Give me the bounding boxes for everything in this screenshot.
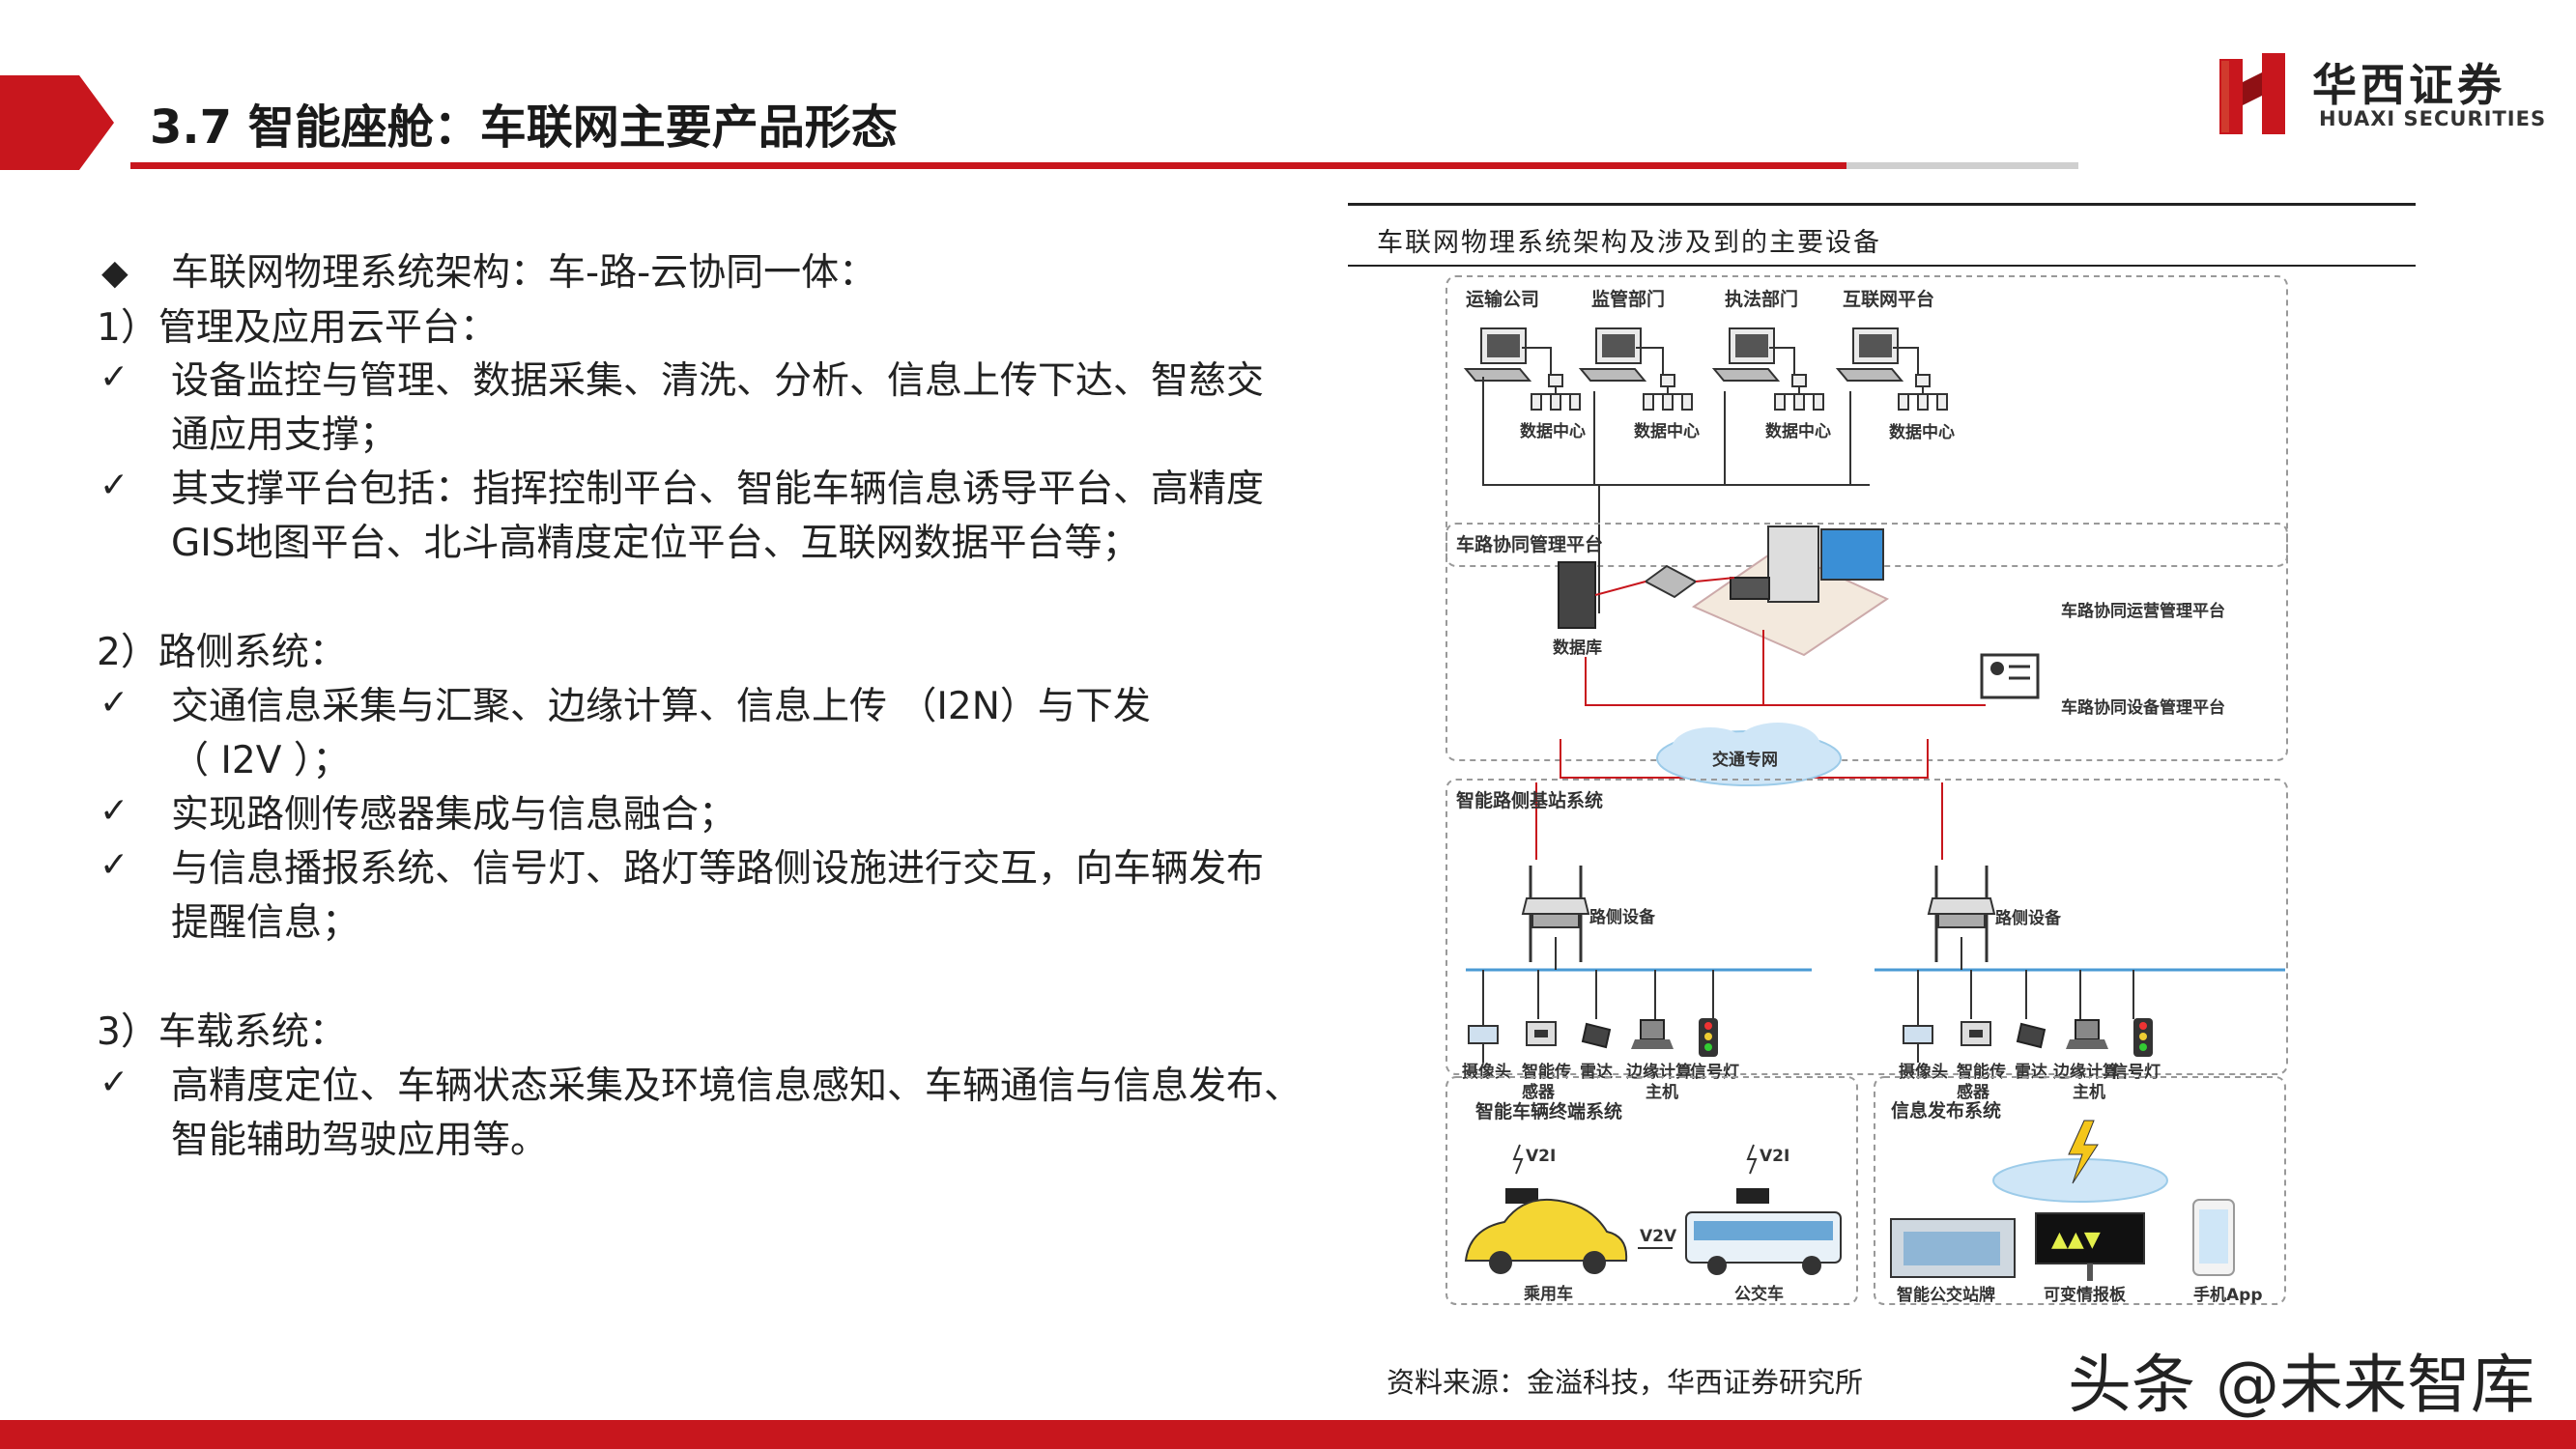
sensor-label: 主机 <box>1646 1082 1678 1102</box>
check-icon: ✓ <box>100 466 129 505</box>
huaxi-logo-icon <box>2219 53 2285 134</box>
v2v-label: V2V <box>1640 1227 1677 1246</box>
s3-item1-line2: 智能辅助驾驶应用等。 <box>171 1119 549 1162</box>
svg-text:▲▲▼: ▲▲▼ <box>2051 1228 2101 1252</box>
sensor-label: 智能传 <box>1522 1062 1571 1082</box>
data-center-icon <box>1531 374 1581 411</box>
data-center-icon <box>1643 374 1693 411</box>
section1-heading: 1）管理及应用云平台： <box>97 306 498 350</box>
s2-item2: 实现路侧传感器集成与信息融合； <box>171 793 737 837</box>
info-title: 信息发布系统 <box>1891 1099 2001 1122</box>
sensor-label: 信号灯 <box>1690 1062 1739 1082</box>
watermark: 头条 @未来智库 <box>2068 1348 2534 1422</box>
bus-label: 公交车 <box>1734 1284 1784 1304</box>
database-label: 数据库 <box>1553 638 1602 658</box>
computer-icon <box>1837 327 1903 382</box>
sensor-label: 摄像头 <box>1462 1062 1511 1082</box>
logo-en-text: HUAXI SECURITIES <box>2319 107 2547 130</box>
header-rule <box>130 162 1846 169</box>
sensor-label: 智能传 <box>1957 1062 2006 1082</box>
footer-bar <box>0 1420 2576 1449</box>
dept-label-4: 互联网平台 <box>1843 288 1934 310</box>
vms-label: 可变情报板 <box>2044 1285 2127 1305</box>
sensor-label: 主机 <box>2073 1082 2105 1102</box>
vms-board-icon <box>2035 1212 2145 1264</box>
roadside-device-label: 路侧设备 <box>1995 908 2062 928</box>
vehicle-title: 智能车辆终端系统 <box>1475 1100 1622 1122</box>
check-icon: ✓ <box>100 683 129 723</box>
platform-title: 车路协同管理平台 <box>1456 533 1603 555</box>
check-icon: ✓ <box>100 845 129 885</box>
monitor-icon <box>1820 528 1884 581</box>
data-center-label: 数据中心 <box>1634 421 1700 441</box>
figure-caption: 车联网物理系统架构及涉及到的主要设备 <box>1377 228 1881 258</box>
figure-source: 资料来源：金溢科技，华西证券研究所 <box>1387 1366 1864 1399</box>
figure-top-rule <box>1348 203 2416 206</box>
signal-bolt-icon <box>1746 1144 1758 1175</box>
v2i-label-car: V2I <box>1526 1147 1556 1166</box>
computer-icon <box>1465 327 1531 382</box>
s3-item1-line1: 高精度定位、车辆状态采集及环境信息感知、车辆通信与信息发布、 <box>171 1065 1302 1108</box>
sensor-label: 边缘计算 <box>2052 1062 2119 1082</box>
computer-icon <box>1713 327 1779 382</box>
switch-icon <box>1644 564 1698 599</box>
s1-item2-line1: 其支撑平台包括：指挥控制平台、智能车辆信息诱导平台、高精度 <box>171 468 1265 511</box>
sensor-label: 雷达 <box>1580 1062 1613 1082</box>
dept-label-2: 监管部门 <box>1591 288 1665 310</box>
v2x-architecture-diagram: 运输公司 监管部门 执法部门 互联网平台 数据中心 数据中心 数据中心 数据中心… <box>1445 275 2288 1305</box>
data-center-icon <box>1774 374 1824 411</box>
figure-caption-rule <box>1348 265 2416 267</box>
data-center-label: 数据中心 <box>1765 421 1831 441</box>
lightning-icon <box>2068 1120 2099 1184</box>
section3-heading: 3）车载系统： <box>97 1010 347 1054</box>
s2-item1-line1: 交通信息采集与汇聚、边缘计算、信息上传 （I2N）与下发 <box>171 685 1151 728</box>
smart-stop-label: 智能公交站牌 <box>1897 1285 1995 1305</box>
roadside-device-label: 路侧设备 <box>1589 907 1656 927</box>
dept-label-1: 运输公司 <box>1466 288 1539 310</box>
database-server-icon <box>1558 561 1596 629</box>
header-accent-tab <box>0 75 114 170</box>
car-icon <box>1464 1198 1628 1262</box>
dept-label-3: 执法部门 <box>1725 288 1798 310</box>
header-rule-gray <box>1846 162 2078 169</box>
sensor-icons <box>1903 1017 2154 1064</box>
device-platform-label: 车路协同设备管理平台 <box>2061 697 2225 718</box>
computer-icon <box>1580 327 1646 382</box>
s1-item2-line2: GIS地图平台、北斗高精度定位平台、互联网数据平台等； <box>171 522 1140 565</box>
intro-line: 车联网物理系统架构：车-路-云协同一体： <box>171 251 877 295</box>
section2-heading: 2）路侧系统： <box>97 631 347 674</box>
sensor-label: 摄像头 <box>1899 1062 1948 1082</box>
s2-item3-line1: 与信息播报系统、信号灯、路灯等路侧设施进行交互，向车辆发布 <box>171 847 1265 891</box>
sensor-icons <box>1468 1017 1719 1064</box>
check-icon: ✓ <box>100 357 129 397</box>
phone-icon <box>1730 577 1770 600</box>
car-label: 乘用车 <box>1523 1284 1573 1304</box>
sensor-label: 感器 <box>1957 1082 1990 1102</box>
check-icon: ✓ <box>100 1063 129 1102</box>
s2-item3-line2: 提醒信息； <box>171 901 360 945</box>
page-title: 3.7 智能座舱：车联网主要产品形态 <box>150 100 898 155</box>
network-label: 交通专网 <box>1712 750 1778 770</box>
device-manager-icon <box>1980 653 2040 699</box>
v2i-label-bus: V2I <box>1760 1147 1789 1166</box>
roadside-title: 智能路侧基站系统 <box>1456 789 1603 811</box>
logo-cn-text: 华西证券 <box>2312 59 2505 111</box>
sensor-label: 雷达 <box>2015 1062 2047 1082</box>
s1-item1-line2: 通应用支撑； <box>171 413 398 457</box>
sensor-label: 边缘计算 <box>1625 1062 1692 1082</box>
s2-item1-line2: （ I2V ）； <box>171 739 351 782</box>
data-center-icon <box>1898 374 1948 411</box>
signal-bolt-icon <box>1512 1144 1524 1175</box>
server-tower-icon <box>1767 526 1819 603</box>
sensor-label: 感器 <box>1522 1082 1556 1102</box>
sensor-label: 信号灯 <box>2111 1062 2161 1082</box>
check-icon: ✓ <box>100 791 129 831</box>
s1-item1-line1: 设备监控与管理、数据采集、清洗、分析、信息上传下达、智慈交 <box>171 359 1265 403</box>
app-label: 手机App <box>2193 1285 2263 1305</box>
diamond-bullet-icon: ◆ <box>101 253 129 293</box>
data-center-label: 数据中心 <box>1520 421 1586 441</box>
data-center-label: 数据中心 <box>1889 422 1955 442</box>
ops-platform-label: 车路协同运营管理平台 <box>2061 601 2225 621</box>
